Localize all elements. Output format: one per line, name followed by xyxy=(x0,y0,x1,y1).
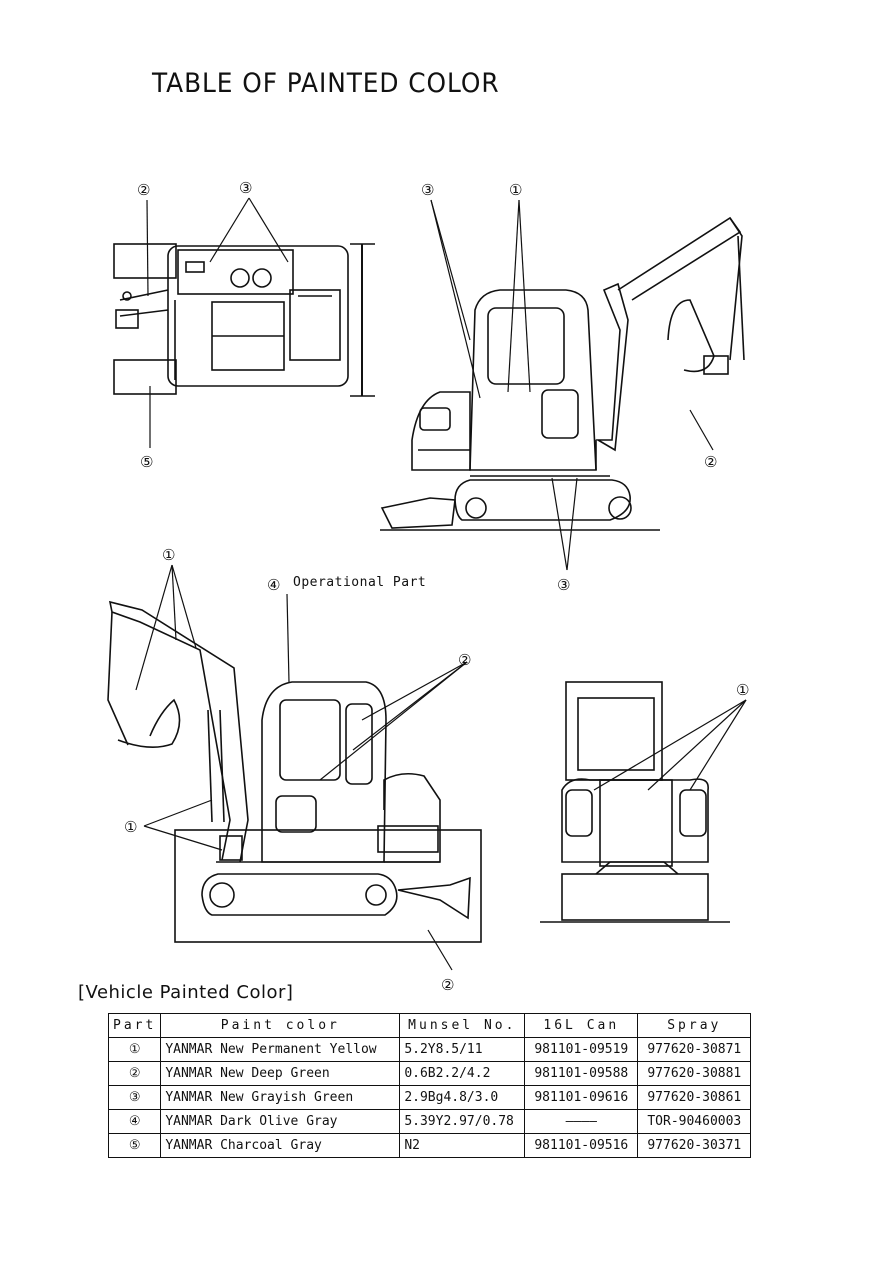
munsel-cell: 2.9Bg4.8/3.0 xyxy=(399,1085,526,1110)
munsel-cell: 0.6B2.2/4.2 xyxy=(399,1061,526,1086)
paint-cell: YANMAR Dark Olive Gray xyxy=(160,1109,401,1134)
part-cell: ④ xyxy=(107,1109,162,1134)
operational-part-label: Operational Part xyxy=(293,575,427,590)
callout-top-3: ③ xyxy=(239,179,252,197)
page-title: TABLE OF PAINTED COLOR xyxy=(152,68,500,99)
callout-right-1: ① xyxy=(509,181,522,199)
callout-labels: ② ③ ⑤ ③ ① ② ③ ① ④ ② ① ② ① xyxy=(124,179,749,994)
rear-view-drawing xyxy=(540,681,730,923)
callout-left-1a: ① xyxy=(162,546,175,564)
spray-cell: 977620-30881 xyxy=(637,1061,752,1086)
spray-cell: 977620-30861 xyxy=(637,1085,752,1110)
can-cell: –––– xyxy=(524,1109,639,1134)
header-spray: Spray xyxy=(637,1013,752,1038)
part-cell: ① xyxy=(107,1037,162,1062)
can-cell: 981101-09516 xyxy=(524,1133,639,1158)
callout-left-1b: ① xyxy=(124,818,137,836)
table-row: ④ YANMAR Dark Olive Gray 5.39Y2.97/0.78 … xyxy=(107,1109,752,1134)
rear-view-leaders xyxy=(593,699,747,791)
callout-top-2: ② xyxy=(137,181,150,199)
header-munsel: Munsel No. xyxy=(399,1013,526,1038)
callout-left-2a: ② xyxy=(458,651,471,669)
table-row: ② YANMAR New Deep Green 0.6B2.2/4.2 9811… xyxy=(107,1061,752,1086)
paint-cell: YANMAR New Permanent Yellow xyxy=(160,1037,401,1062)
top-view-leaders xyxy=(146,197,289,448)
spray-cell: TOR-90460003 xyxy=(637,1109,752,1134)
part-cell: ③ xyxy=(107,1085,162,1110)
callout-right-3a: ③ xyxy=(421,181,434,199)
munsel-cell: 5.2Y8.5/11 xyxy=(399,1037,526,1062)
can-cell: 981101-09588 xyxy=(524,1061,639,1086)
table-row: ⑤ YANMAR Charcoal Gray N2 981101-09516 9… xyxy=(107,1133,752,1158)
callout-left-4: ④ xyxy=(267,576,280,594)
side-view-right-leaders xyxy=(430,199,714,571)
top-view-drawing xyxy=(113,243,375,397)
table-row: ① YANMAR New Permanent Yellow 5.2Y8.5/11… xyxy=(107,1037,752,1062)
table-row: ③ YANMAR New Grayish Green 2.9Bg4.8/3.0 … xyxy=(107,1085,752,1110)
side-view-right-drawing xyxy=(380,216,745,531)
side-view-left-leaders xyxy=(135,564,468,971)
callout-left-2b: ② xyxy=(441,976,454,994)
side-view-left-drawing xyxy=(107,600,482,943)
spray-cell: 977620-30371 xyxy=(637,1133,752,1158)
part-cell: ⑤ xyxy=(107,1133,162,1158)
header-16l-can: 16L Can xyxy=(524,1013,639,1038)
paint-color-table: Part Paint color Munsel No. 16L Can Spra… xyxy=(107,1013,752,1158)
paint-cell: YANMAR New Grayish Green xyxy=(160,1085,401,1110)
callout-rear-1: ① xyxy=(736,681,749,699)
callout-top-5: ⑤ xyxy=(140,453,153,471)
paint-cell: YANMAR New Deep Green xyxy=(160,1061,401,1086)
munsel-cell: 5.39Y2.97/0.78 xyxy=(399,1109,526,1134)
part-cell: ② xyxy=(107,1061,162,1086)
section-title: [Vehicle Painted Color] xyxy=(78,982,294,1003)
paint-cell: YANMAR Charcoal Gray xyxy=(160,1133,401,1158)
munsel-cell: N2 xyxy=(399,1133,526,1158)
header-part: Part xyxy=(107,1013,162,1038)
spray-cell: 977620-30871 xyxy=(637,1037,752,1062)
header-paint-color: Paint color xyxy=(160,1013,401,1038)
callout-right-3b: ③ xyxy=(557,576,570,594)
callout-right-2: ② xyxy=(704,453,717,471)
can-cell: 981101-09519 xyxy=(524,1037,639,1062)
table-header-row: Part Paint color Munsel No. 16L Can Spra… xyxy=(107,1013,752,1038)
can-cell: 981101-09616 xyxy=(524,1085,639,1110)
